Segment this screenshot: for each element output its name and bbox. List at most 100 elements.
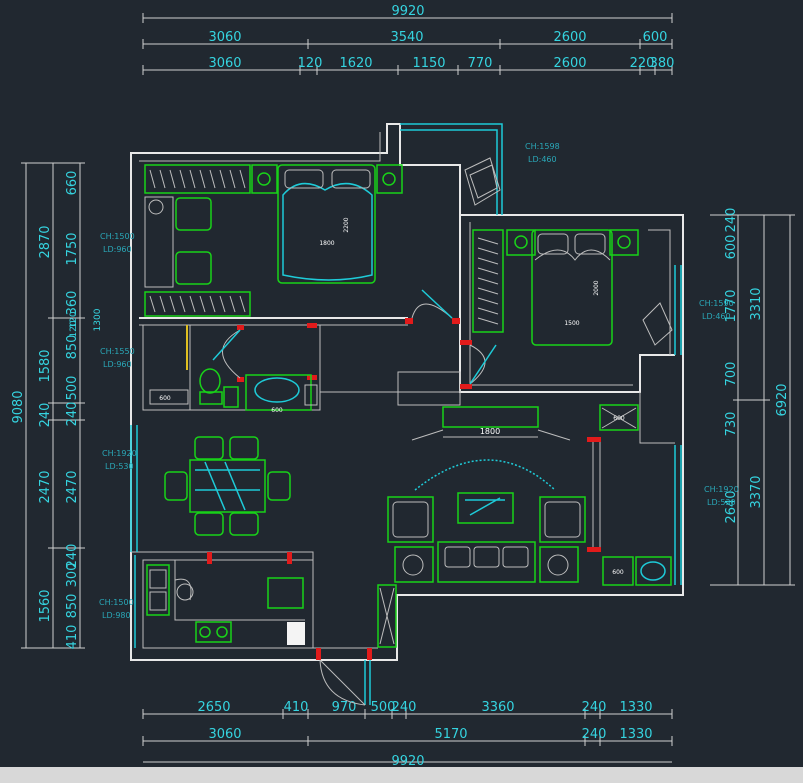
dim-bot-r1-3: 500 (371, 700, 396, 715)
window-1-ch: CH:1500 (100, 232, 135, 241)
dim-top-r2-3: 1150 (412, 56, 445, 71)
dim-top-total: 9920 (391, 4, 424, 19)
tv-width-label: 1800 (480, 427, 500, 436)
tv-console: 1800 (411, 406, 571, 441)
window-6-ch: CH:1500 (99, 598, 134, 607)
window-3-ch: CH:1590 (699, 299, 734, 308)
dim-bot-r1-4: 240 (392, 700, 417, 715)
dim-bot-r1-0: 2650 (197, 700, 230, 715)
dim-top-r1-0: 3060 (208, 30, 241, 45)
dim-right-in-5: 2640 (724, 490, 739, 523)
dim-bot-r1-7: 1330 (619, 700, 652, 715)
windows-frames (130, 123, 682, 705)
dim-left-mid-4: 1560 (38, 589, 53, 622)
dim-left-in-8: 300 (65, 563, 80, 588)
armchairs (144, 196, 212, 288)
dim-bot-r2-1: 5170 (434, 727, 467, 742)
dim-right-in-1: 600 (724, 235, 739, 260)
dim-bot-r2-0: 3060 (208, 727, 241, 742)
bed2-length-label: 2000 (593, 280, 600, 295)
dim-top-r1-1: 3540 (390, 30, 423, 45)
dim-top-r2-5: 2600 (553, 56, 586, 71)
dim-left-in-10: 410 (65, 625, 80, 650)
bedroom2-furniture: 1500 2000 (472, 229, 673, 346)
dim-bot-r2-3: 1330 (619, 727, 652, 742)
bed1-width-label: 1800 (319, 240, 334, 247)
door-swings (212, 289, 601, 706)
dim-top-r2-7: 380 (650, 56, 675, 71)
window-labels: CH:1598 LD:460 CH:1500 LD:960 CH:1550 LD… (99, 142, 739, 620)
dim-left-in-6: 2470 (65, 470, 80, 503)
dim-left-in-5: 240 (65, 402, 80, 427)
dim-bot-r2-2: 240 (582, 727, 607, 742)
bed1-length-label: 2200 (343, 217, 350, 232)
window-2-ld: LD:960 (103, 360, 132, 369)
dim-top-r1-2: 2600 (553, 30, 586, 45)
dim-top-r2-6: 220 (630, 56, 655, 71)
dim-top-r2-1: 120 (298, 56, 323, 71)
master-bed: 1800 2200 (277, 164, 376, 284)
dim-right-in-4: 730 (724, 412, 739, 437)
dim-left-mid-0: 2870 (38, 225, 53, 258)
dim-top-r1-3: 600 (643, 30, 668, 45)
window-5-ch: CH:1920 (704, 485, 739, 494)
chest-label: 600 (613, 415, 625, 422)
dim-bot-r1-1: 410 (284, 700, 309, 715)
dim-top-r2-2: 1620 (339, 56, 372, 71)
basin-label: 600 (271, 407, 283, 414)
window-5-ld: LD:530 (707, 498, 736, 507)
living-room-sofa (387, 459, 586, 583)
entry-cabinet (377, 584, 397, 648)
small-items: 600 600 (159, 395, 283, 414)
dim-bot-r1-5: 3360 (481, 700, 514, 715)
dim-right-in-3: 700 (724, 362, 739, 387)
right-dimensions: 6920 3310 3370 240 600 1770 700 730 2640 (710, 208, 795, 586)
window-2-ch: CH:1550 (100, 347, 135, 356)
dim-right-in-2: 1770 (724, 289, 739, 322)
top-dimensions: 9920 3060 3540 2600 600 3060 120 1620 11… (142, 4, 675, 75)
bottom-dimensions: 2650 410 970 500 240 3360 240 1330 3060 … (142, 700, 673, 769)
window-4-ch: CH:1920 (102, 449, 137, 458)
dim-left-mid-1: 1580 (38, 349, 53, 382)
dim-left-in-1: 1750 (65, 232, 80, 265)
dim-bot-r1-2: 970 (332, 700, 357, 715)
bathroom-fixtures (149, 325, 318, 411)
dim-top-r2-0: 3060 (208, 56, 241, 71)
small-label: 600 (159, 395, 171, 402)
window-4-ld: LD:530 (105, 462, 134, 471)
lounge-chair-top (464, 157, 501, 206)
dim-bot-total: 9920 (391, 754, 424, 769)
dim-left-in-4: 500 (65, 376, 80, 401)
right-side-units: 600 600 (599, 404, 672, 586)
door-markers (207, 318, 601, 660)
kitchen-fixtures (146, 564, 305, 645)
dim-right-mid-1: 3370 (749, 475, 764, 508)
bed2-width-label: 1500 (564, 320, 579, 327)
dim-left-outer: 9080 (11, 390, 26, 423)
dim-left-in-3: 850 (65, 335, 80, 360)
wardrobe-top (144, 164, 403, 194)
dim-top-r2-4: 770 (468, 56, 493, 71)
window-0-ld: LD:460 (528, 155, 557, 164)
dim-left-in-0: 660 (65, 171, 80, 196)
dim-right-outer: 6920 (775, 383, 790, 416)
dim-bot-r1-6: 240 (582, 700, 607, 715)
dim-left-extra-2: 1300 (93, 308, 103, 331)
fridge-label: 600 (612, 569, 624, 576)
dining-set (164, 436, 291, 536)
dim-left-extra-0: 120 (69, 311, 79, 328)
dim-left-mid-3: 2470 (38, 470, 53, 503)
left-dimensions: 9080 2870 1580 240 2470 1560 660 1750 36… (11, 162, 103, 650)
wardrobe-bottom (144, 291, 251, 317)
window-3-ld: LD:460 (702, 312, 731, 321)
dim-left-extra-1: 120 (69, 320, 79, 337)
dim-left-in-2: 360 (65, 291, 80, 316)
status-bar (0, 767, 803, 783)
window-1-ld: LD:960 (103, 245, 132, 254)
walls (130, 123, 684, 661)
dim-left-in-7: 240 (65, 544, 80, 569)
dim-right-mid-0: 3310 (749, 287, 764, 320)
dim-left-in-9: 850 (65, 594, 80, 619)
